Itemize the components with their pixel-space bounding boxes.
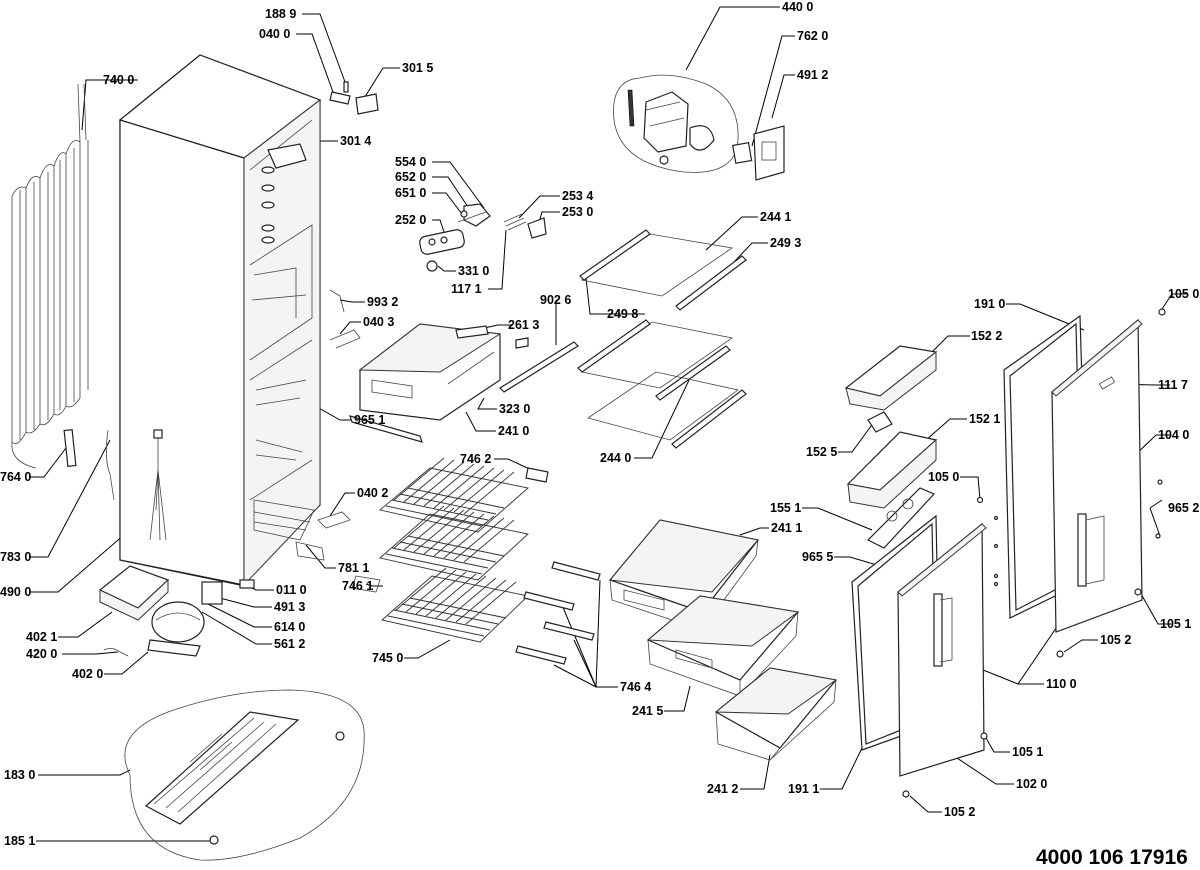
wire-shelves bbox=[379, 457, 529, 643]
part-label: 152 1 bbox=[969, 412, 1000, 426]
part-label: 117 1 bbox=[451, 282, 482, 296]
part-label: 191 0 bbox=[974, 297, 1005, 311]
fridge-door bbox=[1003, 314, 1143, 633]
part-label: 965 2 bbox=[1168, 501, 1199, 515]
part-label: 244 0 bbox=[600, 451, 631, 465]
top-hinge-parts bbox=[295, 81, 381, 593]
part-label: 561 2 bbox=[274, 637, 305, 651]
part-label: 764 0 bbox=[0, 470, 31, 484]
part-label: 105 1 bbox=[1160, 617, 1191, 631]
freezer-door bbox=[851, 514, 987, 777]
part-label: 301 4 bbox=[340, 134, 371, 148]
part-label: 490 0 bbox=[0, 585, 31, 599]
document-number: 4000 106 17916 bbox=[1036, 846, 1188, 869]
screws bbox=[902, 308, 1166, 798]
part-label: 491 2 bbox=[797, 68, 828, 82]
part-label: 491 3 bbox=[274, 600, 305, 614]
part-label: 902 6 bbox=[540, 293, 571, 307]
part-label: 781 1 bbox=[338, 561, 369, 575]
part-label: 155 1 bbox=[770, 501, 801, 515]
part-label: 244 1 bbox=[760, 210, 791, 224]
part-label: 783 0 bbox=[0, 550, 31, 564]
part-label: 188 9 bbox=[265, 7, 296, 21]
part-label: 241 1 bbox=[771, 521, 802, 535]
part-label: 261 3 bbox=[508, 318, 539, 332]
part-label: 040 2 bbox=[357, 486, 388, 500]
part-label: 105 1 bbox=[1012, 745, 1043, 759]
refrigerator-cabinet bbox=[118, 54, 322, 589]
condenser-coil bbox=[11, 83, 89, 469]
part-label: 104 0 bbox=[1158, 428, 1189, 442]
part-label: 440 0 bbox=[782, 0, 813, 14]
part-label: 746 2 bbox=[460, 452, 491, 466]
part-label: 105 0 bbox=[928, 470, 959, 484]
part-label: 105 0 bbox=[1168, 287, 1199, 301]
part-label: 040 3 bbox=[363, 315, 394, 329]
part-label: 111 7 bbox=[1158, 378, 1188, 392]
part-label: 102 0 bbox=[1016, 777, 1047, 791]
part-labels: 188 9 040 0 301 5 740 0 301 4 554 0 652 … bbox=[0, 0, 1199, 848]
part-label: 652 0 bbox=[395, 170, 426, 184]
part-label: 152 2 bbox=[971, 329, 1002, 343]
part-label: 740 0 bbox=[103, 73, 134, 87]
part-label: 301 5 bbox=[402, 61, 433, 75]
part-label: 402 0 bbox=[72, 667, 103, 681]
leader-lines bbox=[30, 6, 1186, 842]
part-label: 651 0 bbox=[395, 186, 426, 200]
part-label: 746 4 bbox=[620, 680, 651, 694]
part-label: 965 1 bbox=[354, 413, 385, 427]
part-label: 152 5 bbox=[806, 445, 837, 459]
part-label: 253 0 bbox=[562, 205, 593, 219]
part-label: 614 0 bbox=[274, 620, 305, 634]
part-label: 252 0 bbox=[395, 213, 426, 227]
part-label: 762 0 bbox=[797, 29, 828, 43]
glass-shelves bbox=[577, 229, 747, 449]
part-label: 249 8 bbox=[607, 307, 638, 321]
part-label: 011 0 bbox=[276, 583, 307, 597]
part-label: 185 1 bbox=[4, 834, 35, 848]
part-label: 241 5 bbox=[632, 704, 663, 718]
part-label: 040 0 bbox=[259, 27, 290, 41]
part-label: 105 2 bbox=[1100, 633, 1131, 647]
part-label: 965 5 bbox=[802, 550, 833, 564]
part-label: 191 1 bbox=[788, 782, 819, 796]
part-label: 253 4 bbox=[562, 189, 593, 203]
chiller-drawer bbox=[349, 323, 579, 443]
thermostat-assembly bbox=[419, 203, 547, 272]
part-label: 993 2 bbox=[367, 295, 398, 309]
part-label: 323 0 bbox=[499, 402, 530, 416]
fan-assembly bbox=[613, 74, 785, 181]
part-label: 241 2 bbox=[707, 782, 738, 796]
part-label: 105 2 bbox=[944, 805, 975, 819]
part-label: 745 0 bbox=[372, 651, 403, 665]
drawer-rails bbox=[515, 467, 601, 665]
part-label: 183 0 bbox=[4, 768, 35, 782]
part-label: 420 0 bbox=[26, 647, 57, 661]
freezer-drawers bbox=[608, 519, 838, 761]
part-label: 402 1 bbox=[26, 630, 57, 644]
part-label: 241 0 bbox=[498, 424, 529, 438]
part-label: 249 3 bbox=[770, 236, 801, 250]
part-label: 331 0 bbox=[458, 264, 489, 278]
part-label: 110 0 bbox=[1046, 677, 1077, 691]
base-frame bbox=[124, 689, 365, 861]
compressor-area bbox=[63, 429, 223, 657]
door-bins bbox=[844, 345, 938, 549]
part-label: 554 0 bbox=[395, 155, 426, 169]
part-label: 746 1 bbox=[342, 579, 373, 593]
